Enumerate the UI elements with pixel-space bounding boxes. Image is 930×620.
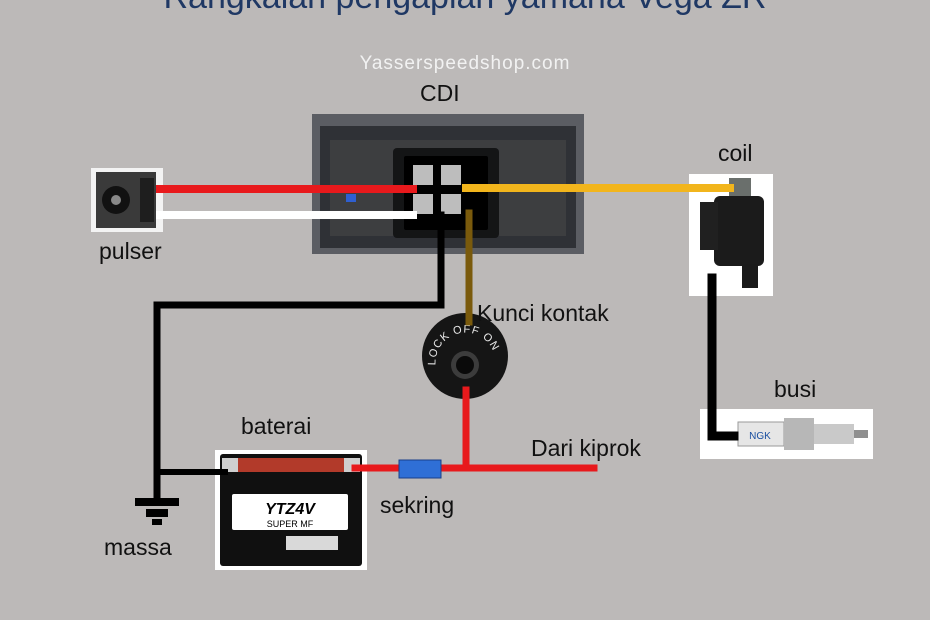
diagram-title: Rangkaian pengapian yamaha Vega ZR <box>0 0 930 17</box>
battery: YTZ4V SUPER MF <box>215 450 367 570</box>
wires <box>153 184 739 504</box>
wire-hightension <box>707 273 739 441</box>
wire-black-ground <box>153 211 445 504</box>
battery-brand-line: SUPER MF <box>267 519 314 529</box>
label-coil: coil <box>718 140 753 166</box>
pulser-component <box>91 168 163 232</box>
label-baterai: baterai <box>241 413 312 439</box>
ignition-coil <box>689 174 773 296</box>
cdi-pin <box>441 165 461 185</box>
cdi-pin <box>413 165 433 185</box>
cdi-pin <box>441 194 461 214</box>
spark-plug: NGK <box>700 409 873 459</box>
label-cdi: CDI <box>420 80 460 106</box>
spark-plug-brand: NGK <box>749 431 771 442</box>
label-pulser: pulser <box>99 238 162 264</box>
label-sekring: sekring <box>380 492 455 518</box>
label-kunci-kontak: Kunci kontak <box>477 300 609 326</box>
cdi-pin <box>413 194 433 214</box>
ignition-switch: LOCK OFF ON <box>422 313 508 399</box>
battery-model: YTZ4V <box>265 501 316 518</box>
label-busi: busi <box>774 376 817 402</box>
cdi-blue-mark <box>346 194 356 202</box>
watermark-text: Yasserspeedshop.com <box>359 53 571 74</box>
label-dari-kiprok: Dari kiprok <box>531 435 641 461</box>
fuse <box>398 459 442 479</box>
label-massa: massa <box>104 534 172 560</box>
